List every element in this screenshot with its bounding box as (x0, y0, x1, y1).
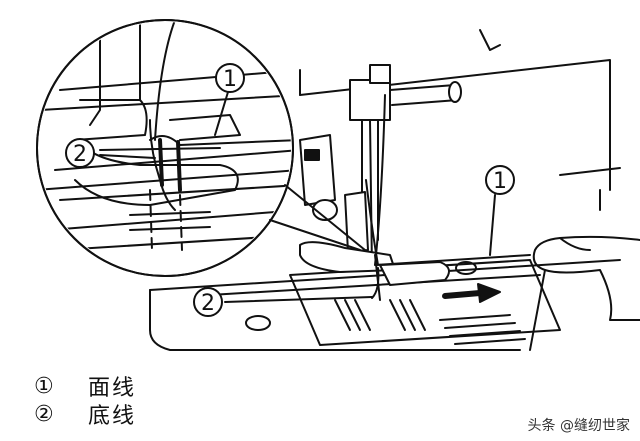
svg-text:1: 1 (223, 67, 237, 92)
hand (529, 235, 640, 351)
legend-label: 面线 (88, 376, 137, 401)
legend-label: 底线 (88, 404, 137, 429)
svg-text:1: 1 (493, 169, 507, 194)
callout-2-leaders (99, 154, 373, 303)
legend: ① 面线 ② 底线 (34, 372, 137, 430)
callout-marker-2-zoom: 2 (65, 138, 95, 168)
needle-plate (245, 259, 561, 346)
svg-text:2: 2 (73, 142, 87, 167)
pull-direction-arrow-icon (442, 283, 501, 303)
legend-marker: ① (34, 373, 54, 399)
svg-text:2: 2 (201, 291, 215, 316)
callout-marker-1: 1 (485, 165, 515, 195)
legend-item-upper-thread: ① 面线 (34, 372, 137, 402)
legend-item-bobbin-thread: ② 底线 (34, 400, 137, 430)
callout-marker-1-zoom: 1 (215, 63, 245, 93)
sewing-machine-threading-diagram: 1 1 2 2 (36, 19, 640, 351)
callout-marker-2: 2 (193, 287, 223, 317)
watermark: 头条 @缝纫世家 (527, 418, 630, 434)
threads (365, 94, 531, 299)
callout-1-leaders (214, 91, 496, 256)
needle-assembly (299, 64, 462, 301)
legend-marker: ② (34, 401, 54, 427)
